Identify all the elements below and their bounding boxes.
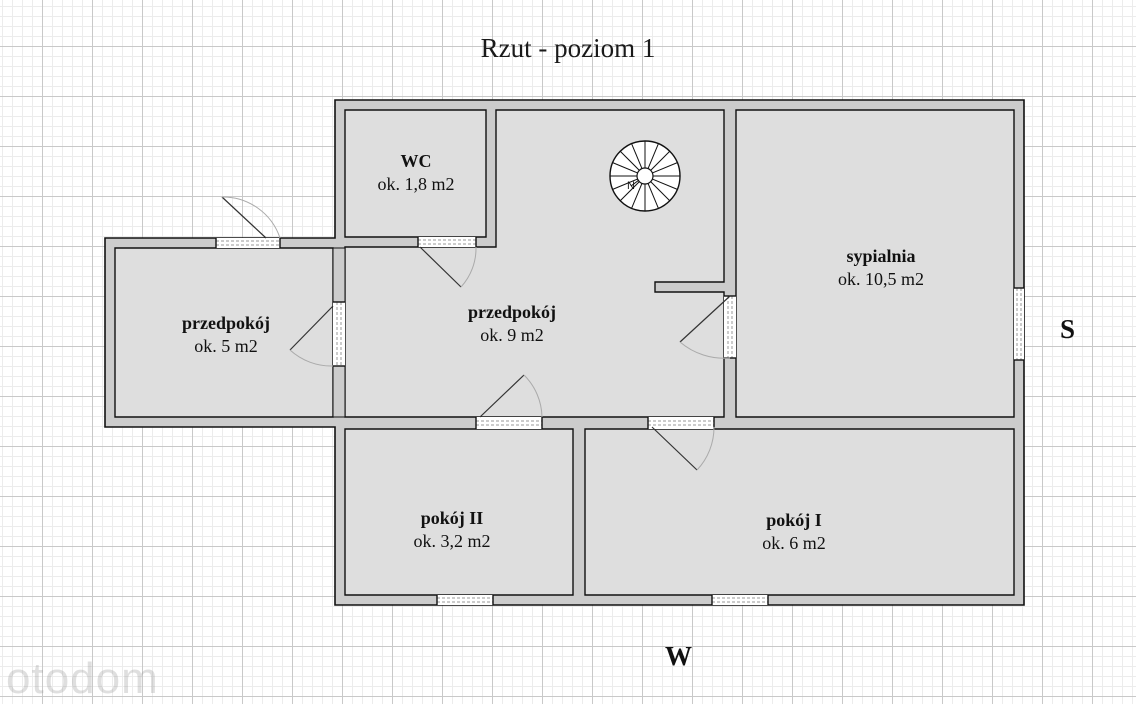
stairs-step <box>631 143 643 169</box>
door-bedroom <box>724 296 736 358</box>
door-entrance-swing-leaf <box>221 196 267 239</box>
room-wc-name: WC <box>400 151 432 171</box>
room-1-area: ok. 6 m2 <box>762 533 826 553</box>
stairs-step <box>652 162 678 174</box>
door-bedroom-swing-arc <box>679 341 731 359</box>
door-wc-swing-arc <box>460 246 477 288</box>
stairs-step <box>619 150 640 171</box>
room-2-area: ok. 3,2 m2 <box>413 531 491 551</box>
stairs-arrow <box>630 179 640 187</box>
watermark-logo: otodom <box>6 654 159 703</box>
window-bedroom <box>1014 288 1024 360</box>
room-bedroom-area: ok. 10,5 m2 <box>837 269 924 289</box>
door-room-1 <box>648 417 714 429</box>
door-room-2-swing-leaf <box>479 374 525 418</box>
door-room-2 <box>476 417 542 429</box>
room-1: pokój I ok. 6 m2 <box>694 509 894 555</box>
room-bedroom-name: sypialnia <box>846 246 916 266</box>
compass-south: S <box>1060 314 1076 344</box>
stairs-step <box>650 150 671 171</box>
door-room-1-swing-arc <box>696 426 715 471</box>
door-bedroom-swing-leaf <box>679 295 731 343</box>
stairs-step <box>612 162 638 174</box>
room-wc: WC ok. 1,8 m2 <box>345 150 487 196</box>
stairs-step <box>652 178 678 190</box>
plan-title: Rzut - poziom 1 <box>480 33 656 63</box>
window-room-1 <box>712 595 768 605</box>
spiral-stairs: N <box>609 140 681 212</box>
door-hall-link-swing-leaf <box>289 305 334 351</box>
stairs-step <box>631 183 643 209</box>
room-hall-small-area: ok. 5 m2 <box>194 336 258 356</box>
room-wc-floor <box>344 109 487 238</box>
stairs-step <box>647 183 659 209</box>
room-2: pokój II ok. 3,2 m2 <box>352 507 552 553</box>
door-entrance <box>216 238 280 248</box>
window-room-2 <box>437 595 493 605</box>
stairs-step <box>647 143 659 169</box>
room-1-name: pokój I <box>766 510 822 530</box>
door-room-1-swing-leaf <box>651 426 698 471</box>
room-hall-small: przedpokój ok. 5 m2 <box>115 312 337 358</box>
room-bedroom: sypialnia ok. 10,5 m2 <box>776 245 986 291</box>
room-2-name: pokój II <box>420 508 484 528</box>
door-entrance-swing-arc <box>221 196 281 239</box>
openings <box>215 196 1024 605</box>
door-room-2-swing-arc <box>523 374 543 418</box>
room-hall-small-name: przedpokój <box>181 313 270 333</box>
door-wc <box>418 237 476 247</box>
stairs-step <box>650 181 671 202</box>
room-hall-main-area: ok. 9 m2 <box>480 325 544 345</box>
door-hall-link <box>333 302 345 366</box>
door-wc-swing-leaf <box>419 246 462 288</box>
walls-detail <box>104 99 1025 606</box>
stairs-step <box>612 178 638 190</box>
stairs-core <box>636 167 654 185</box>
stairs-step <box>619 181 640 202</box>
room-wc-area: ok. 1,8 m2 <box>377 174 455 194</box>
room-1-floor <box>584 428 1015 596</box>
compass-west: W <box>665 641 692 671</box>
door-hall-link-swing-arc <box>289 349 334 367</box>
room-hall-main: przedpokój ok. 9 m2 <box>412 301 612 347</box>
room-hall-main-name: przedpokój <box>467 302 556 322</box>
